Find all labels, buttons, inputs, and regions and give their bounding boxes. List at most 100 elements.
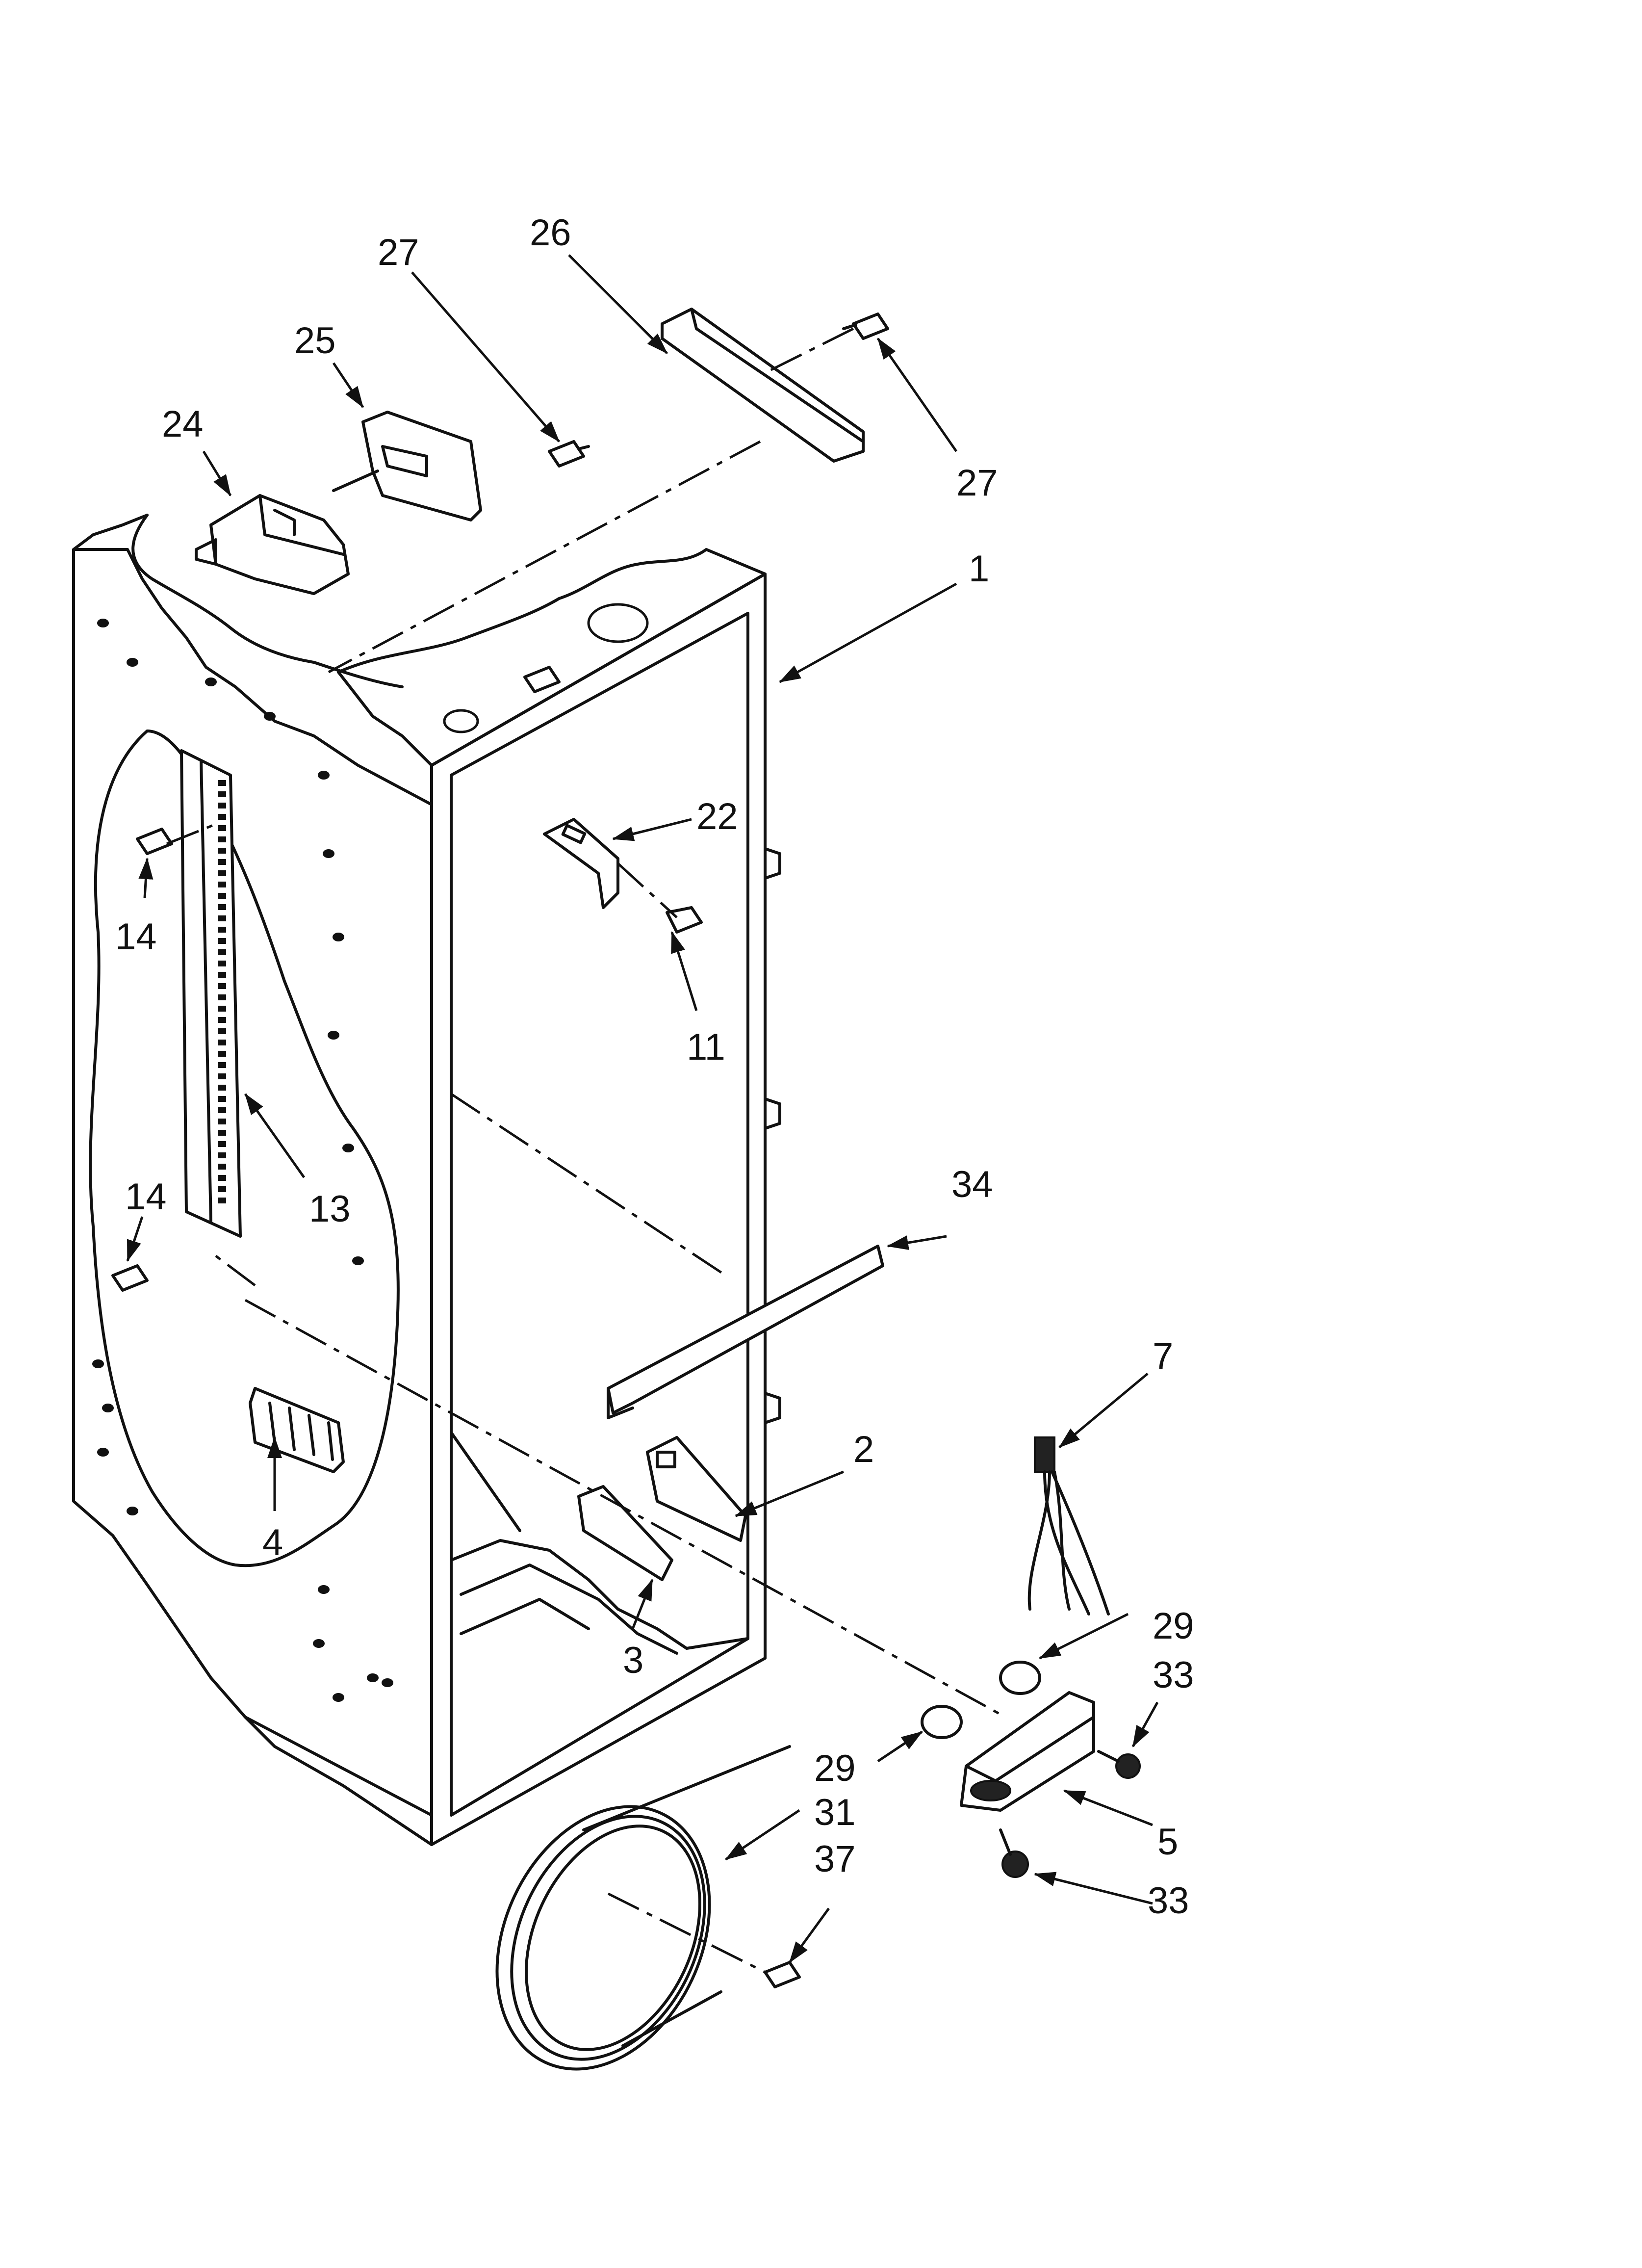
bracket-2: [646, 1436, 747, 1542]
ladder-slot: [218, 915, 226, 921]
ladder-slot: [218, 825, 226, 831]
divider-bar: [607, 1245, 884, 1419]
mounting-holes: [92, 619, 393, 1702]
control-housing: [195, 494, 350, 595]
fastener-33-bottom: [999, 1828, 1029, 1878]
ladder-slot: [218, 780, 226, 786]
ladder-slot: [218, 1062, 226, 1068]
screw-11: [666, 906, 703, 934]
callout-37: 37: [814, 1838, 856, 1880]
callout-11: 11: [687, 1026, 725, 1068]
mounting-hole: [318, 1585, 330, 1594]
knob-29-lower: [921, 1705, 963, 1739]
mounting-hole: [323, 849, 334, 858]
ladder-slot: [218, 1028, 226, 1034]
top-rail: [661, 308, 865, 463]
callout-13: 13: [309, 1188, 351, 1230]
ladder-slot: [218, 1051, 226, 1057]
callout-25: 25: [294, 320, 336, 362]
screw-top-left: [548, 440, 590, 468]
ladder-slot: [218, 870, 226, 876]
ladder-slot: [218, 938, 226, 944]
callout-14-lower: 14: [125, 1176, 167, 1218]
callout-27-top-left: 27: [378, 232, 419, 273]
callout-14-upper: 14: [115, 916, 157, 958]
mounting-hole: [264, 712, 276, 721]
ladder-slot: [218, 1119, 226, 1124]
mounting-hole: [333, 1693, 344, 1702]
bracket-22: [543, 818, 619, 909]
callout-7: 7: [1153, 1335, 1173, 1377]
ladder-slot: [218, 1096, 226, 1102]
ladder-slot: [218, 1198, 226, 1203]
ladder-slot: [218, 1186, 226, 1192]
callout-33-upper: 33: [1153, 1654, 1194, 1696]
ladder-slot: [218, 882, 226, 887]
wire-harness: [1027, 1436, 1110, 1616]
cutaway-outline: [89, 730, 400, 1567]
mounting-hole: [352, 1256, 364, 1265]
ladder-slot: [218, 904, 226, 910]
screw-14-bottom: [111, 1264, 149, 1292]
ladder-slot: [218, 949, 226, 955]
ladder-slot: [218, 1085, 226, 1091]
ladder-slot: [218, 1017, 226, 1023]
mounting-hole: [127, 1507, 138, 1515]
callout-27-top-right: 27: [956, 462, 998, 504]
knob-29-upper: [999, 1661, 1041, 1695]
ladder-slot: [218, 1175, 226, 1181]
dispenser-housing: [960, 1691, 1095, 1812]
mounting-hole: [382, 1678, 393, 1687]
callout-29-upper: 29: [1153, 1605, 1194, 1647]
ladder-slot: [218, 836, 226, 842]
screw-14-top: [136, 828, 173, 855]
ladder-slot: [218, 1006, 226, 1012]
mounting-hole: [342, 1144, 354, 1152]
mounting-hole: [318, 771, 330, 780]
ladder-slot: [218, 1130, 226, 1136]
mounting-hole: [328, 1031, 339, 1040]
water-tube-coil: [495, 1745, 791, 2071]
callout-34: 34: [951, 1164, 993, 1205]
screw-top-right: [842, 313, 889, 340]
ladder-slot: [218, 1152, 226, 1158]
ladder-slot: [218, 893, 226, 899]
ladder-slot: [218, 961, 226, 966]
mounting-hole: [92, 1359, 104, 1368]
ladder-slot: [218, 848, 226, 854]
mounting-hole: [127, 658, 138, 667]
mounting-hole: [97, 619, 109, 627]
callout-24: 24: [162, 403, 204, 445]
ladder-slot: [218, 1073, 226, 1079]
ladder-slot: [218, 1141, 226, 1147]
callout-3: 3: [623, 1640, 643, 1681]
cabinet-front-inner: [450, 612, 749, 1817]
mounting-hole: [102, 1404, 114, 1412]
ladder-slot: [218, 972, 226, 978]
ladder-slot: [218, 814, 226, 820]
cabinet-liner: [72, 514, 781, 1846]
bracket-3: [577, 1485, 673, 1581]
callout-31: 31: [814, 1792, 856, 1833]
ladder-slot: [218, 927, 226, 933]
callout-29-lower: 29: [814, 1747, 856, 1789]
callout-26: 26: [530, 212, 571, 254]
callout-1: 1: [969, 548, 989, 590]
shelf-ladder: [180, 749, 242, 1238]
alignment-lines: [166, 327, 1006, 1974]
screw-37: [764, 1961, 801, 1988]
mounting-hole: [205, 678, 217, 686]
callout-4: 4: [262, 1522, 283, 1564]
ladder-slot: [218, 1164, 226, 1170]
ladder-slot: [218, 1107, 226, 1113]
callout-22: 22: [696, 796, 738, 837]
vent-grille: [249, 1387, 345, 1473]
mounting-hole: [97, 1448, 109, 1457]
cabinet-left-wall: [72, 548, 433, 1817]
callout-33-lower: 33: [1148, 1880, 1189, 1922]
callout-2: 2: [853, 1429, 874, 1470]
ladder-slot: [218, 983, 226, 989]
fastener-33-right: [1097, 1750, 1141, 1779]
